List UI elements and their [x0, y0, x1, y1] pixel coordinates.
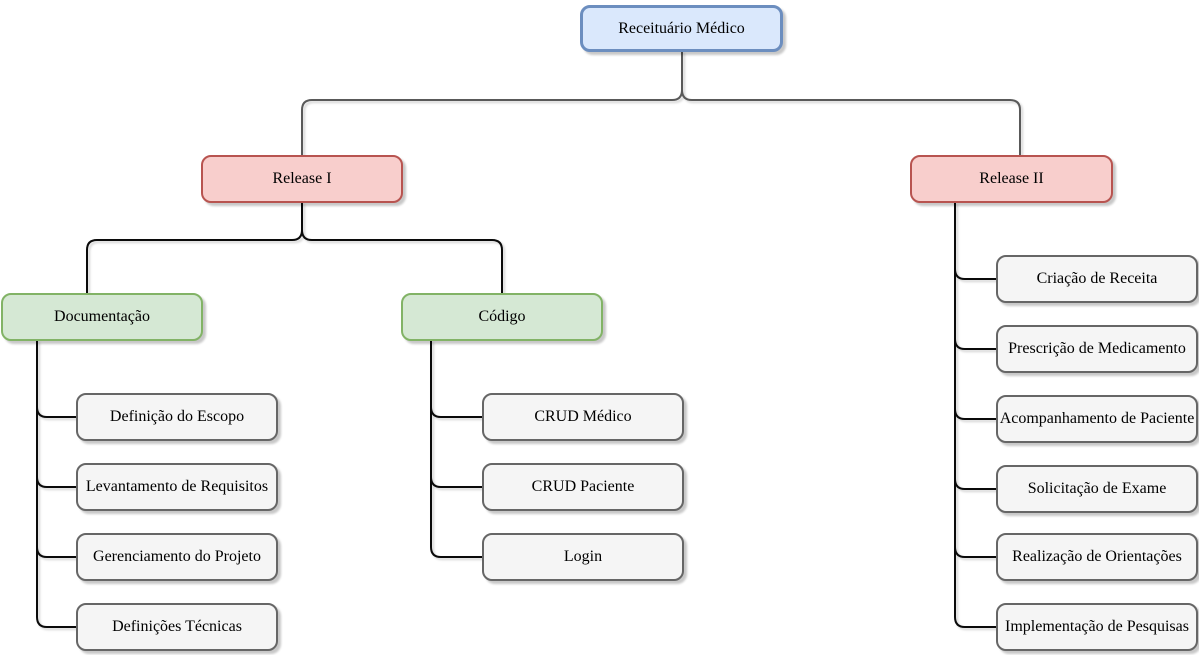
node-levantamento-requisitos[interactable]: Levantamento de Requisitos [76, 463, 278, 511]
connector-release2-child-1 [954, 268, 997, 280]
connector-documentacao-trunk [36, 340, 77, 628]
connector-release2-child-4 [954, 478, 997, 490]
node-login[interactable]: Login [482, 533, 684, 581]
node-solicitacao-exame[interactable]: Solicitação de Exame [996, 465, 1198, 513]
node-label: CRUD Paciente [531, 478, 635, 495]
node-label: Gerenciamento do Projeto [93, 548, 261, 565]
node-codigo[interactable]: Código [401, 293, 603, 341]
node-label: Prescrição de Medicamento [1008, 340, 1186, 357]
connector-documentacao-child-1 [36, 406, 77, 418]
connector-codigo-child-2 [430, 476, 483, 488]
node-label: Código [478, 308, 526, 325]
connector-release1-documentacao [86, 202, 303, 294]
node-label: Levantamento de Requisitos [85, 478, 269, 495]
connector-release1-codigo [301, 202, 503, 294]
node-gerenciamento-projeto[interactable]: Gerenciamento do Projeto [76, 533, 278, 581]
node-label: Login [563, 548, 603, 565]
node-label: CRUD Médico [534, 408, 632, 425]
node-label: Receituário Médico [618, 19, 745, 37]
node-label: Documentação [54, 308, 150, 325]
node-crud-medico[interactable]: CRUD Médico [482, 393, 684, 441]
node-definicoes-tecnicas[interactable]: Definições Técnicas [76, 603, 278, 651]
connector-documentacao-child-3 [36, 546, 77, 558]
node-crud-paciente[interactable]: CRUD Paciente [482, 463, 684, 511]
connector-release2-child-2 [954, 338, 997, 350]
connector-release2-child-5 [954, 546, 997, 558]
node-label: Release II [979, 170, 1044, 187]
connector-documentacao-child-2 [36, 476, 77, 488]
connector-release2-trunk [954, 202, 997, 628]
node-label: Implementação de Pesquisas [1005, 618, 1189, 635]
node-release-2[interactable]: Release II [910, 155, 1113, 203]
node-criacao-receita[interactable]: Criação de Receita [996, 255, 1198, 303]
node-acompanhamento-paciente[interactable]: Acompanhamento de Paciente [996, 395, 1198, 443]
node-documentacao[interactable]: Documentação [1, 293, 203, 341]
node-label: Realização de Orientações [1012, 548, 1182, 565]
node-receituario-medico[interactable]: Receituário Médico [580, 5, 783, 52]
node-label: Solicitação de Exame [1027, 480, 1167, 497]
node-release-1[interactable]: Release I [201, 155, 403, 203]
node-implementacao-pesquisas[interactable]: Implementação de Pesquisas [996, 603, 1198, 651]
connector-release2-child-3 [954, 408, 997, 420]
connector-root-release-2 [681, 51, 1021, 156]
node-label: Definição do Escopo [109, 408, 245, 425]
node-label: Release I [272, 170, 332, 187]
node-definicao-escopo[interactable]: Definição do Escopo [76, 393, 278, 441]
node-prescricao-medicamento[interactable]: Prescrição de Medicamento [996, 325, 1198, 373]
connector-codigo-trunk [430, 340, 483, 558]
node-label: Definições Técnicas [112, 618, 242, 635]
connector-codigo-child-1 [430, 406, 483, 418]
node-label: Criação de Receita [1036, 270, 1158, 287]
connector-root-release-1 [301, 51, 683, 156]
node-realizacao-orientacoes[interactable]: Realização de Orientações [996, 533, 1198, 581]
node-label: Acompanhamento de Paciente [999, 410, 1195, 427]
